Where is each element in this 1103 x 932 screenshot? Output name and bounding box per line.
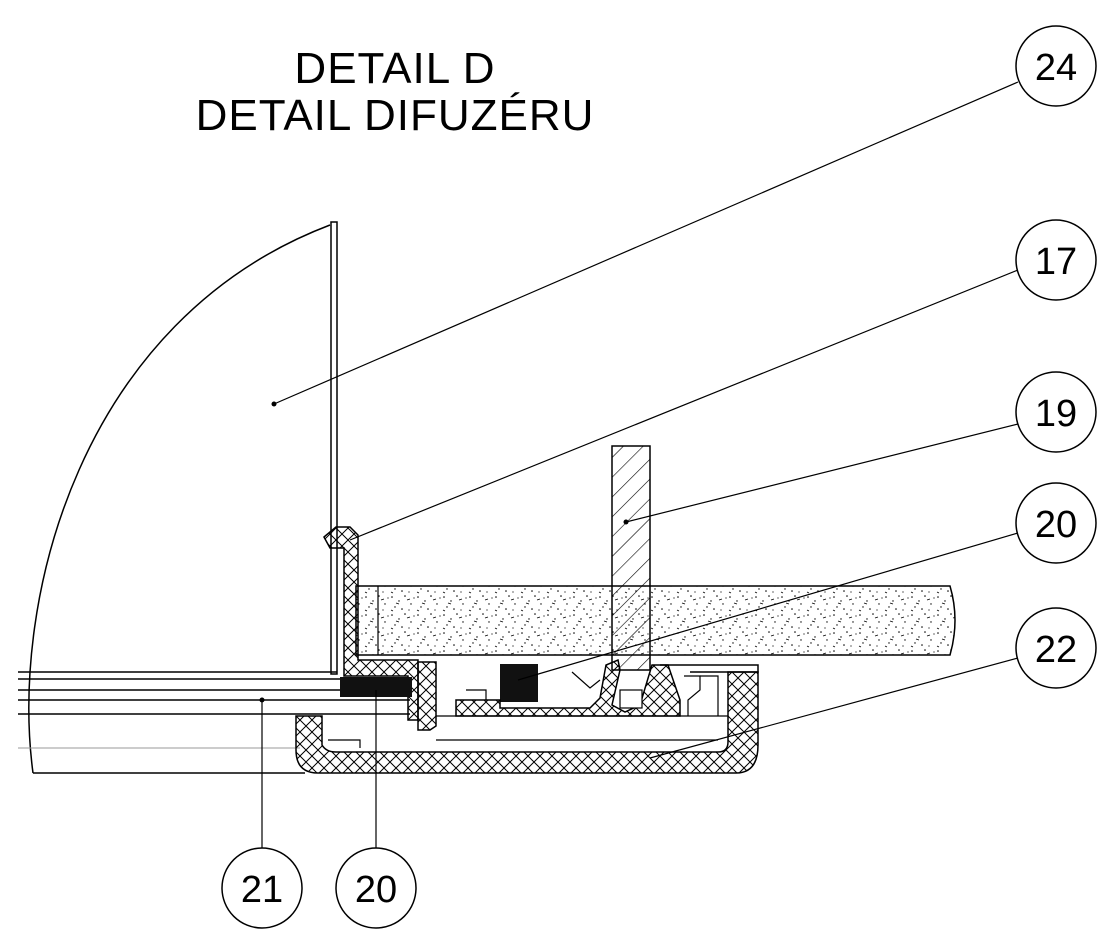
callout-24-label: 24 [1035, 47, 1077, 89]
detail-boundary-arc [28, 224, 331, 774]
leader-17 [349, 269, 1019, 541]
seal-strip-upper [500, 664, 538, 702]
callout-19-label: 19 [1035, 393, 1077, 435]
clamp-profile [455, 658, 681, 717]
detail-title: DETAIL D [294, 44, 496, 93]
callout-20-right: 20 [1015, 482, 1097, 564]
vertical-profile [611, 445, 651, 671]
callout-17: 17 [1015, 219, 1097, 301]
leader-24 [273, 81, 1019, 405]
diffuser-plate [330, 221, 338, 675]
seal-strip-lower [340, 677, 412, 697]
callout-21-label: 21 [241, 869, 283, 911]
callout-21: 21 [221, 847, 303, 929]
callout-20-right-label: 20 [1035, 504, 1077, 546]
callout-17-label: 17 [1035, 241, 1077, 283]
leader-22 [649, 657, 1019, 759]
callout-22-label: 22 [1035, 629, 1077, 671]
callout-20-bottom: 20 [335, 847, 417, 929]
leader-19 [625, 423, 1019, 523]
leader-lines [261, 81, 1019, 850]
clip-details [328, 671, 719, 748]
mineral-board [355, 585, 956, 656]
callout-24: 24 [1015, 25, 1097, 107]
callout-22: 22 [1015, 607, 1097, 689]
leader-20a [517, 532, 1019, 681]
inner-profile [417, 661, 437, 731]
tray-top-edge [660, 664, 759, 673]
leader-dots [259, 401, 629, 703]
callout-19: 19 [1015, 371, 1097, 453]
callout-20-bottom-label: 20 [355, 869, 397, 911]
detail-subtitle: DETAIL DIFUZÉRU [195, 91, 595, 140]
clamp-nut [619, 689, 643, 709]
